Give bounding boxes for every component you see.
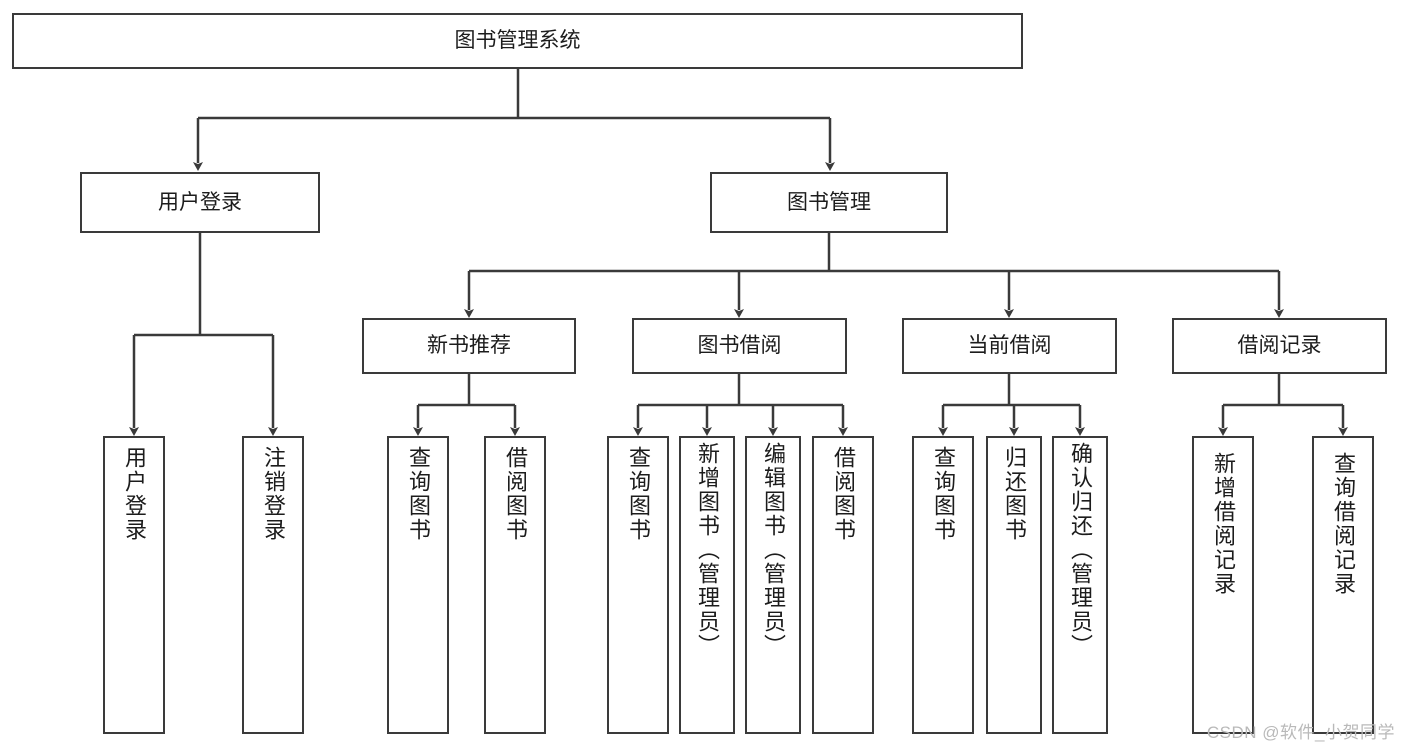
node-label: 编辑图书（管理员） (761, 442, 786, 658)
node-label: 图书借阅 (697, 334, 782, 358)
node-label: 用户登录 (122, 446, 147, 542)
node-label: 归还图书 (1002, 446, 1027, 542)
node-return-book[interactable]: 归还图书 (986, 436, 1042, 734)
node-borrow-book-2[interactable]: 借阅图书 (812, 436, 874, 734)
node-query-book-2[interactable]: 查询图书 (607, 436, 669, 734)
node-label: 借阅记录 (1237, 334, 1322, 358)
node-label: 借阅图书 (503, 446, 528, 542)
node-label: 图书管理系统 (454, 29, 581, 53)
node-book-borrow[interactable]: 图书借阅 (632, 318, 847, 374)
node-label: 查询借阅记录 (1331, 452, 1356, 596)
node-user-login-do[interactable]: 用户登录 (103, 436, 165, 734)
node-edit-book-admin[interactable]: 编辑图书（管理员） (745, 436, 801, 734)
csdn-watermark: CSDN @软件_小贺同学 (1206, 723, 1395, 742)
node-root[interactable]: 图书管理系统 (12, 13, 1023, 69)
node-user-login[interactable]: 用户登录 (80, 172, 320, 233)
node-add-book-admin[interactable]: 新增图书（管理员） (679, 436, 735, 734)
node-label: 用户登录 (158, 190, 242, 214)
node-user-logout[interactable]: 注销登录 (242, 436, 304, 734)
node-label: 当前借阅 (967, 334, 1052, 358)
node-label: 查询图书 (626, 446, 651, 542)
node-confirm-return-admin[interactable]: 确认归还（管理员） (1052, 436, 1108, 734)
node-label: 新增图书（管理员） (695, 442, 720, 658)
node-borrow-records[interactable]: 借阅记录 (1172, 318, 1387, 374)
node-current-borrow[interactable]: 当前借阅 (902, 318, 1117, 374)
node-label: 查询图书 (931, 446, 956, 542)
node-label: 查询图书 (406, 446, 431, 542)
node-book-management[interactable]: 图书管理 (710, 172, 948, 233)
node-label: 确认归还（管理员） (1068, 442, 1093, 658)
node-query-book-3[interactable]: 查询图书 (912, 436, 974, 734)
node-query-borrow-record[interactable]: 查询借阅记录 (1312, 436, 1374, 734)
node-label: 图书管理 (787, 190, 871, 214)
node-new-book-recommend[interactable]: 新书推荐 (362, 318, 576, 374)
node-add-borrow-record[interactable]: 新增借阅记录 (1192, 436, 1254, 734)
node-label: 注销登录 (261, 446, 286, 542)
node-label: 借阅图书 (831, 446, 856, 542)
node-query-book-1[interactable]: 查询图书 (387, 436, 449, 734)
node-borrow-book-1[interactable]: 借阅图书 (484, 436, 546, 734)
node-label: 新书推荐 (427, 334, 511, 358)
node-label: 新增借阅记录 (1211, 452, 1236, 596)
